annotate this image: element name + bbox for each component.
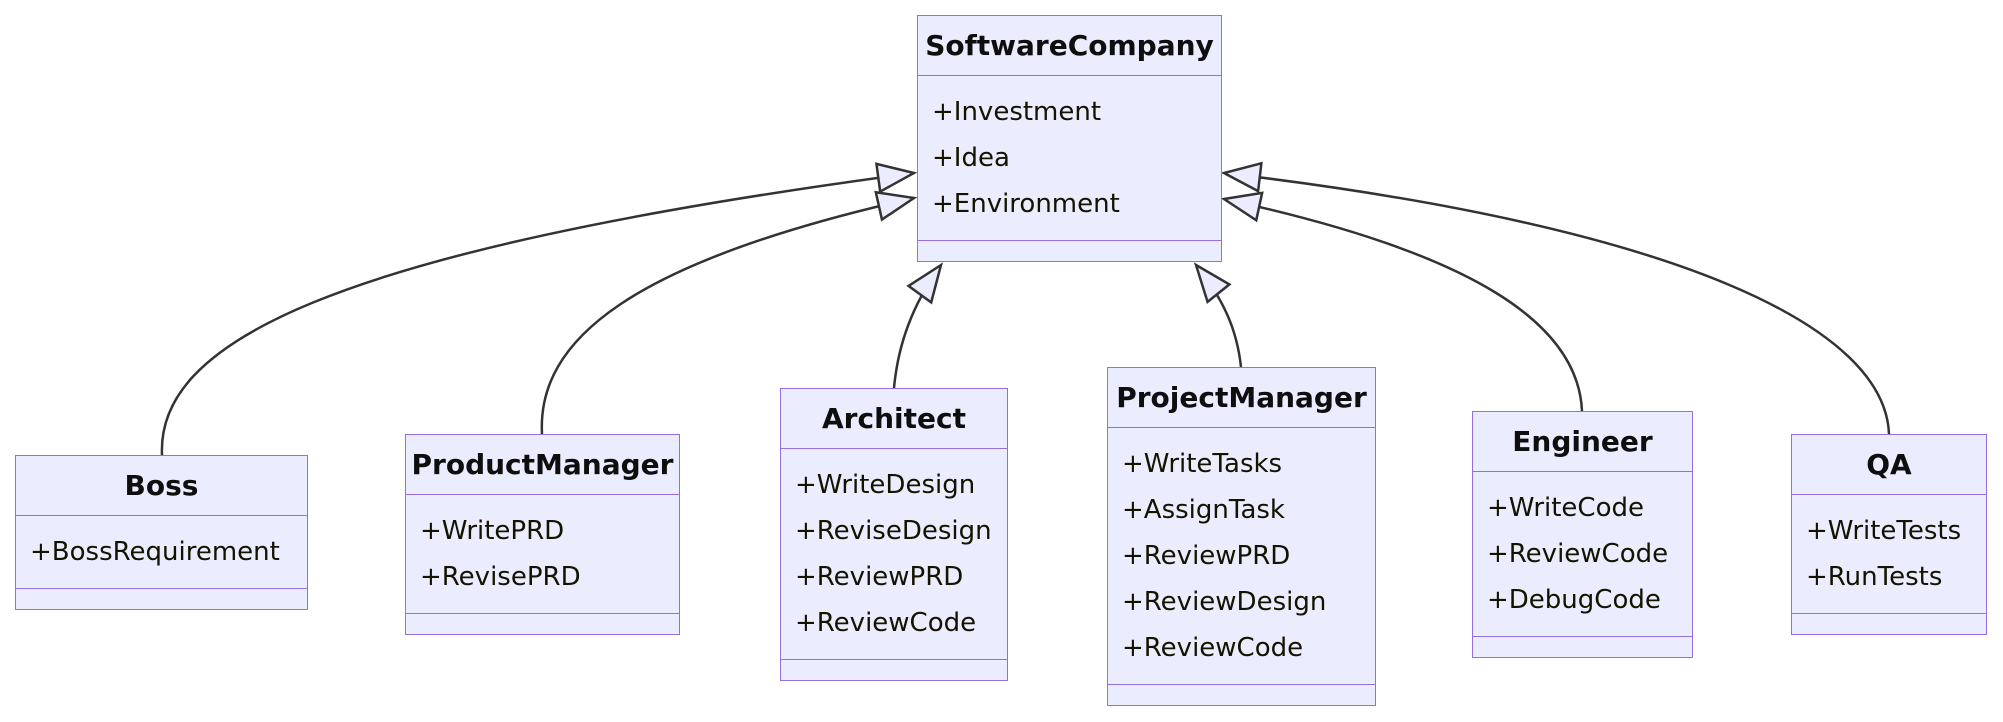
- class-title: SoftwareCompany: [918, 16, 1221, 76]
- class-title: Boss: [16, 456, 307, 516]
- class-footer-compartment: [918, 240, 1221, 261]
- class-title: QA: [1792, 435, 1986, 495]
- class-member: +AssignTask: [1122, 495, 1285, 525]
- class-member: +RevisePRD: [420, 562, 581, 592]
- class-member: +ReviewPRD: [1122, 541, 1291, 571]
- class-member: +Idea: [932, 143, 1010, 173]
- class-box-qa: QA +WriteTests +RunTests: [1791, 434, 1987, 635]
- class-member: +WriteCode: [1487, 493, 1644, 523]
- class-footer-compartment: [406, 613, 679, 634]
- class-members: +WritePRD +RevisePRD: [406, 495, 679, 613]
- class-title: ProductManager: [406, 435, 679, 495]
- edge-projectmanager-to-softwarecompany: [1193, 262, 1243, 368]
- class-member: +WriteTasks: [1122, 449, 1283, 479]
- class-box-projectmanager: ProjectManager +WriteTasks +AssignTask +…: [1107, 367, 1376, 706]
- class-members: +WriteDesign +ReviseDesign +ReviewPRD +R…: [781, 449, 1007, 659]
- class-box-engineer: Engineer +WriteCode +ReviewCode +DebugCo…: [1472, 411, 1693, 658]
- class-footer-compartment: [1792, 613, 1986, 634]
- edge-engineer-to-softwarecompany: [1220, 191, 1584, 412]
- class-member: +Investment: [932, 97, 1102, 127]
- class-member: +ReviewPRD: [795, 562, 964, 592]
- edge-architect-to-softwarecompany: [892, 262, 944, 389]
- class-footer-compartment: [1473, 636, 1692, 657]
- class-member: +ReviewCode: [1487, 539, 1669, 569]
- class-member: +WritePRD: [420, 516, 565, 546]
- class-member: +WriteTests: [1806, 516, 1962, 546]
- class-footer-compartment: [1108, 684, 1375, 705]
- class-members: +WriteTests +RunTests: [1792, 495, 1986, 613]
- edge-qa-to-softwarecompany: [1220, 161, 1891, 435]
- class-member: +ReviewCode: [795, 608, 977, 638]
- class-box-softwarecompany: SoftwareCompany +Investment +Idea +Envir…: [917, 15, 1222, 262]
- edge-productmanager-to-softwarecompany: [540, 190, 918, 435]
- class-members: +BossRequirement: [16, 516, 307, 588]
- class-title: Engineer: [1473, 412, 1692, 472]
- class-member: +WriteDesign: [795, 470, 976, 500]
- class-box-boss: Boss +BossRequirement: [15, 455, 308, 610]
- class-box-productmanager: ProductManager +WritePRD +RevisePRD: [405, 434, 680, 635]
- class-footer-compartment: [16, 588, 307, 609]
- class-members: +WriteCode +ReviewCode +DebugCode: [1473, 472, 1692, 636]
- class-members: +WriteTasks +AssignTask +ReviewPRD +Revi…: [1108, 428, 1375, 684]
- class-title: Architect: [781, 389, 1007, 449]
- class-box-architect: Architect +WriteDesign +ReviseDesign +Re…: [780, 388, 1008, 681]
- edge-boss-to-softwarecompany: [160, 162, 918, 456]
- class-member: +Environment: [932, 189, 1120, 219]
- class-member: +ReviewCode: [1122, 633, 1304, 663]
- class-member: +RunTests: [1806, 562, 1943, 592]
- class-member: +DebugCode: [1487, 585, 1661, 615]
- class-member: +BossRequirement: [30, 537, 280, 567]
- class-member: +ReviseDesign: [795, 516, 992, 546]
- class-members: +Investment +Idea +Environment: [918, 76, 1221, 240]
- class-member: +ReviewDesign: [1122, 587, 1327, 617]
- class-title: ProjectManager: [1108, 368, 1375, 428]
- class-footer-compartment: [781, 659, 1007, 680]
